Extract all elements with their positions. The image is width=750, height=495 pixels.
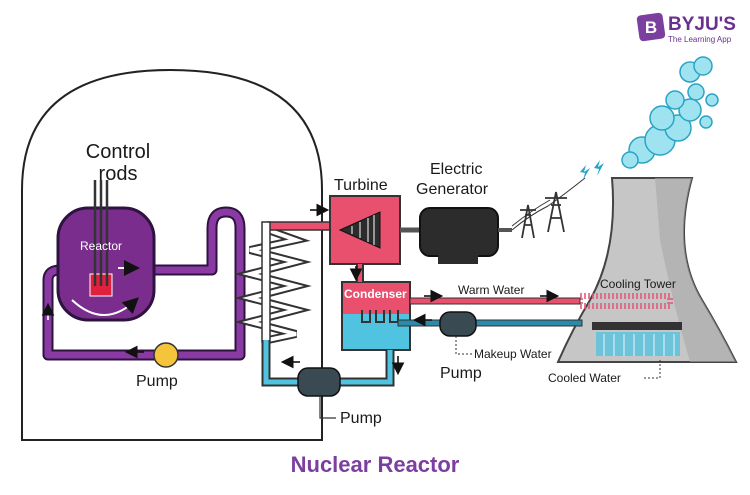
label-cooled-water: Cooled Water <box>548 371 621 385</box>
label-pump-cooling: Pump <box>440 365 482 382</box>
lightning-icon <box>580 160 604 180</box>
label-makeup-water: Makeup Water <box>474 347 552 361</box>
page-title: Nuclear Reactor <box>291 452 460 477</box>
byjus-logo: B BYJU'S The Learning App <box>636 12 736 44</box>
label-turbine: Turbine <box>334 177 388 194</box>
feed-pump <box>297 367 341 397</box>
cooled-water-pipe <box>397 319 583 327</box>
label-reactor: Reactor <box>80 239 122 253</box>
electric-generator <box>419 207 499 257</box>
label-pump-primary: Pump <box>136 373 178 390</box>
steam-pipe <box>267 221 333 231</box>
label-control-rods: Control <box>86 141 150 163</box>
steam-cloud <box>621 56 719 169</box>
primary-pump <box>153 342 179 368</box>
warm-water-pipe <box>409 297 581 305</box>
tower-shade <box>655 178 736 362</box>
label-control-rods-2: rods <box>99 163 138 185</box>
control-rods <box>93 180 109 286</box>
logo-tagline: The Learning App <box>668 35 732 44</box>
containment-building <box>21 68 323 441</box>
cooling-spray <box>577 293 682 356</box>
label-pump-feed: Pump <box>340 410 382 427</box>
label-warm-water: Warm Water <box>458 283 524 297</box>
logo-name: BYJU'S <box>668 14 736 35</box>
transmission-towers <box>511 177 586 239</box>
logo-letter: B <box>645 18 657 37</box>
label-generator-2: Generator <box>416 181 489 198</box>
label-generator-1: Electric <box>430 161 482 178</box>
flow-arrows <box>41 203 560 376</box>
label-condenser: Condenser <box>344 287 407 301</box>
cooling-pump <box>439 311 477 337</box>
label-cooling-tower: Cooling Tower <box>600 277 676 291</box>
